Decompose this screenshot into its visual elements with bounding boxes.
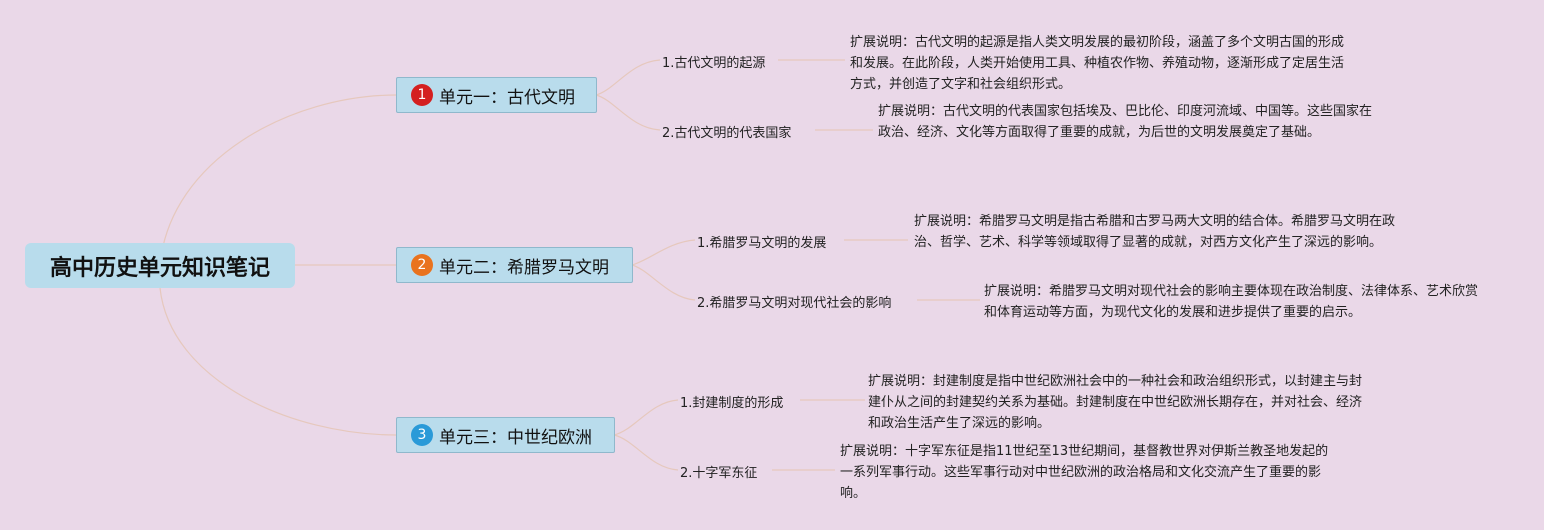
unit-1-topic-1-note: 扩展说明：古代文明的起源是指人类文明发展的最初阶段，涵盖了多个文明古国的形成和发…: [850, 35, 1345, 92]
unit-1-title: 单元一：古代文明: [439, 87, 575, 108]
unit-2-topic-1[interactable]: 1.希腊罗马文明的发展: [697, 236, 827, 251]
unit-3-topic-1[interactable]: 1.封建制度的形成: [680, 396, 784, 411]
unit-3-topic-2[interactable]: 2.十字军东征: [680, 466, 758, 481]
unit-3-node[interactable]: 3 单元三：中世纪欧洲: [396, 417, 615, 453]
connector-unit1-topic1: [595, 59, 661, 96]
unit-2-topic-2-note: 扩展说明：希腊罗马文明对现代社会的影响主要体现在政治制度、法律体系、艺术欣赏和体…: [984, 284, 1479, 320]
unit-3-topic-2-note: 扩展说明：十字军东征是指11世纪至13世纪期间，基督教世界对伊斯兰教圣地发起的一…: [840, 444, 1329, 501]
unit-3-title: 单元三：中世纪欧洲: [439, 427, 592, 448]
unit-2-topic-1-note: 扩展说明：希腊罗马文明是指古希腊和古罗马两大文明的结合体。希腊罗马文明在政治、哲…: [914, 214, 1396, 250]
root-topic[interactable]: 高中历史单元知识笔记: [25, 243, 295, 288]
unit-1-topic-2-note: 扩展说明：古代文明的代表国家包括埃及、巴比伦、印度河流域、中国等。这些国家在政治…: [878, 104, 1373, 140]
connector-unit2-topic1: [631, 239, 696, 266]
connector-unit1-topic2: [595, 94, 661, 131]
root-title: 高中历史单元知识笔记: [49, 255, 270, 281]
connector-root-unit1: [159, 94, 397, 266]
connector-root-unit3: [159, 287, 397, 436]
unit-3-topic-1-note: 扩展说明：封建制度是指中世纪欧洲社会中的一种社会和政治组织形式，以封建主与封建仆…: [868, 374, 1363, 431]
number-2-icon: 2: [411, 254, 433, 276]
number-1-icon: 1: [411, 84, 433, 106]
number-3-icon: 3: [411, 424, 433, 446]
connector-unit2-topic2: [631, 264, 696, 301]
unit-2-title: 单元二：希腊罗马文明: [439, 257, 609, 278]
unit-1-node[interactable]: 1 单元一：古代文明: [396, 77, 597, 113]
unit-2-node[interactable]: 2 单元二：希腊罗马文明: [396, 247, 633, 283]
connector-unit3-topic1: [613, 399, 679, 436]
unit-1-topic-1[interactable]: 1.古代文明的起源: [662, 56, 766, 71]
unit-1-topic-2[interactable]: 2.古代文明的代表国家: [662, 126, 792, 141]
connector-unit3-topic2: [613, 434, 679, 471]
unit-2-topic-2[interactable]: 2.希腊罗马文明对现代社会的影响: [697, 296, 892, 311]
